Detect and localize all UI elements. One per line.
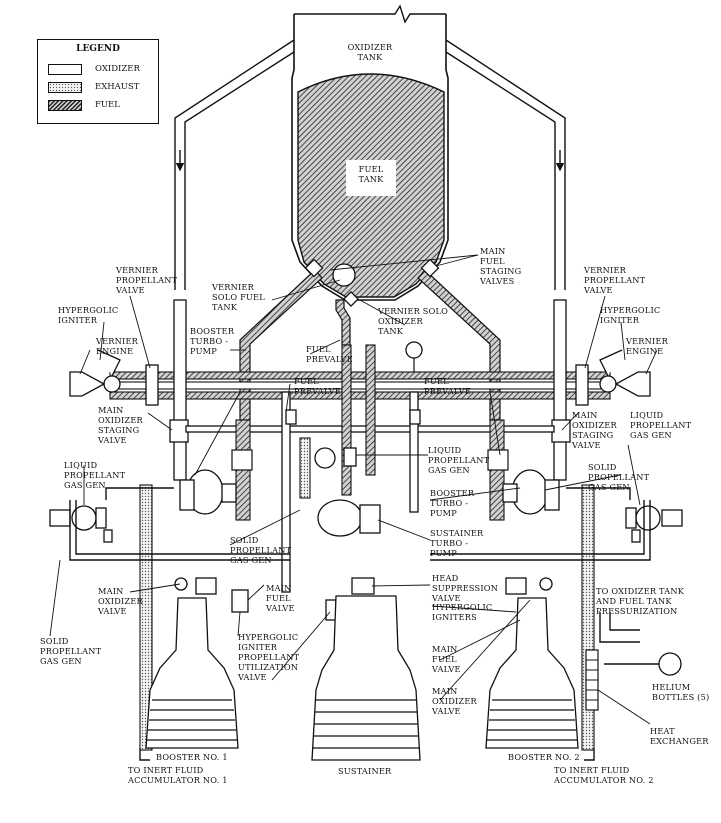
heat-exchanger [585,649,599,711]
fuel-tank [297,73,445,298]
booster-turbopump-right [502,469,560,515]
label-liquid-propellant-gas-gen-left: LIQUID PROPELLANT GAS GEN [64,460,126,490]
fuel-swatch [48,100,82,111]
label-booster-turbopump-upper: BOOSTER TURBO - PUMP [190,326,235,356]
label-vernier-solo-oxidizer-tank: VERNIER SOLO OXIDIZER TANK [378,306,449,336]
legend-label-fuel: FUEL [95,100,120,110]
accumulator-stubs [139,748,595,761]
label-main-oxidizer-valve-left: MAIN OXIDIZER VALVE [98,586,143,616]
label-main-fuel-valve-left: MAIN FUEL VALVE [266,583,295,613]
fuel-center-lines [231,344,509,521]
legend-row-oxidizer: OXIDIZER [48,64,156,76]
label-booster-no-1: BOOSTER NO. 1 [156,752,228,762]
label-sustainer-turbopump: SUSTAINER TURBO - PUMP [430,528,484,558]
legend: LEGEND OXIDIZER EXHAUST FUEL [37,39,159,124]
oxidizer-swatch [48,64,82,75]
sustainer-engine [311,595,421,761]
label-solid-propellant-gas-gen-left: SOLID PROPELLANT GAS GEN [40,636,102,666]
exhaust-swatch [48,82,82,93]
label-fuel-prevalve-right: FUEL PREVALVE [424,376,471,396]
label-main-oxidizer-valve-right: MAIN OXIDIZER VALVE [432,686,477,716]
label-liquid-propellant-gas-gen-right: LIQUID PROPELLANT GAS GEN [630,410,692,440]
booster-turbopump-left [179,469,237,515]
side-plumbing [69,487,660,665]
label-hypergolic-igniter-left: HYPERGOLIC IGNITER [58,305,119,325]
booster-engine-2 [485,597,579,749]
main-fuel-staging-valves [304,258,440,307]
label-booster-no-2: BOOSTER NO. 2 [508,752,580,762]
label-fuel-prevalve-center: FUEL PREVALVE [306,344,353,364]
label-vernier-engine-right: VERNIER ENGINE [626,336,668,356]
legend-label-oxidizer: OXIDIZER [95,64,140,74]
vernier-manifolds [109,341,611,406]
label-vernier-propellant-valve-right: VERNIER PROPELLANT VALVE [584,265,646,295]
label-vernier-propellant-valve-left: VERNIER PROPELLANT VALVE [116,265,178,295]
leader-lines [49,254,658,725]
label-vernier-solo-fuel-tank: VERNIER SOLO FUEL TANK [212,282,265,312]
label-main-fuel-staging-valves: MAIN FUEL STAGING VALVES [480,246,522,286]
label-hypergolic-igniter-right: HYPERGOLIC IGNITER [600,305,661,325]
label-liquid-propellant-gas-gen-center: LIQUID PROPELLANT GAS GEN [428,445,490,475]
helium-bottle [658,652,682,676]
label-sustainer: SUSTAINER [338,766,392,776]
vernier-engine-right [599,349,651,397]
label-hypergolic-igniter-pu-valve: HYPERGOLIC IGNITER PROPELLANT UTILIZATIO… [238,632,300,682]
label-heat-exchanger: HEAT EXCHANGER [650,726,709,746]
gas-generators-side [49,505,683,543]
legend-title: LEGEND [76,44,120,54]
label-booster-turbopump-right: BOOSTER TURBO - PUMP [430,488,475,518]
exhaust-ducts [139,437,595,751]
legend-label-exhaust: EXHAUST [95,82,140,92]
label-main-oxidizer-staging-valve-left: MAIN OXIDIZER STAGING VALVE [98,405,143,445]
label-helium-bottles: HELIUM BOTTLES (5) [652,682,710,702]
sustainer-turbopump [314,447,381,537]
label-main-fuel-valve-right: MAIN FUEL VALVE [432,644,461,674]
vernier-engine-left [69,349,121,397]
label-to-inert-fluid-1: TO INERT FLUID ACCUMULATOR NO. 1 [128,765,228,785]
label-main-oxidizer-staging-valve-right: MAIN OXIDIZER STAGING VALVE [572,410,617,450]
booster-engine-1 [145,597,239,749]
label-fuel-prevalve-left: FUEL PREVALVE [294,376,341,396]
legend-row-fuel: FUEL [48,100,156,112]
label-head-suppression-valve: HEAD SUPPRESSION VALVE [432,573,499,603]
oxidizer-tank-label: OXIDIZER TANK [347,42,393,62]
label-to-inert-fluid-2: TO INERT FLUID ACCUMULATOR NO. 2 [554,765,654,785]
label-vernier-engine-left: VERNIER ENGINE [96,336,138,356]
legend-row-exhaust: EXHAUST [48,82,156,94]
label-solid-propellant-gas-gen-right: SOLID PROPELLANT GAS GEN [588,462,650,492]
label-solid-propellant-gas-gen-center: SOLID PROPELLANT GAS GEN [230,535,292,565]
label-to-oxidizer-tank-pressurization: TO OXIDIZER TANK AND FUEL TANK PRESSURIZ… [596,586,685,616]
label-hypergolic-igniters: HYPERGOLIC IGNITERS [432,602,493,622]
oxidizer-upper-ducts [174,39,566,290]
fuel-tank-label: FUEL TANK [346,164,396,184]
